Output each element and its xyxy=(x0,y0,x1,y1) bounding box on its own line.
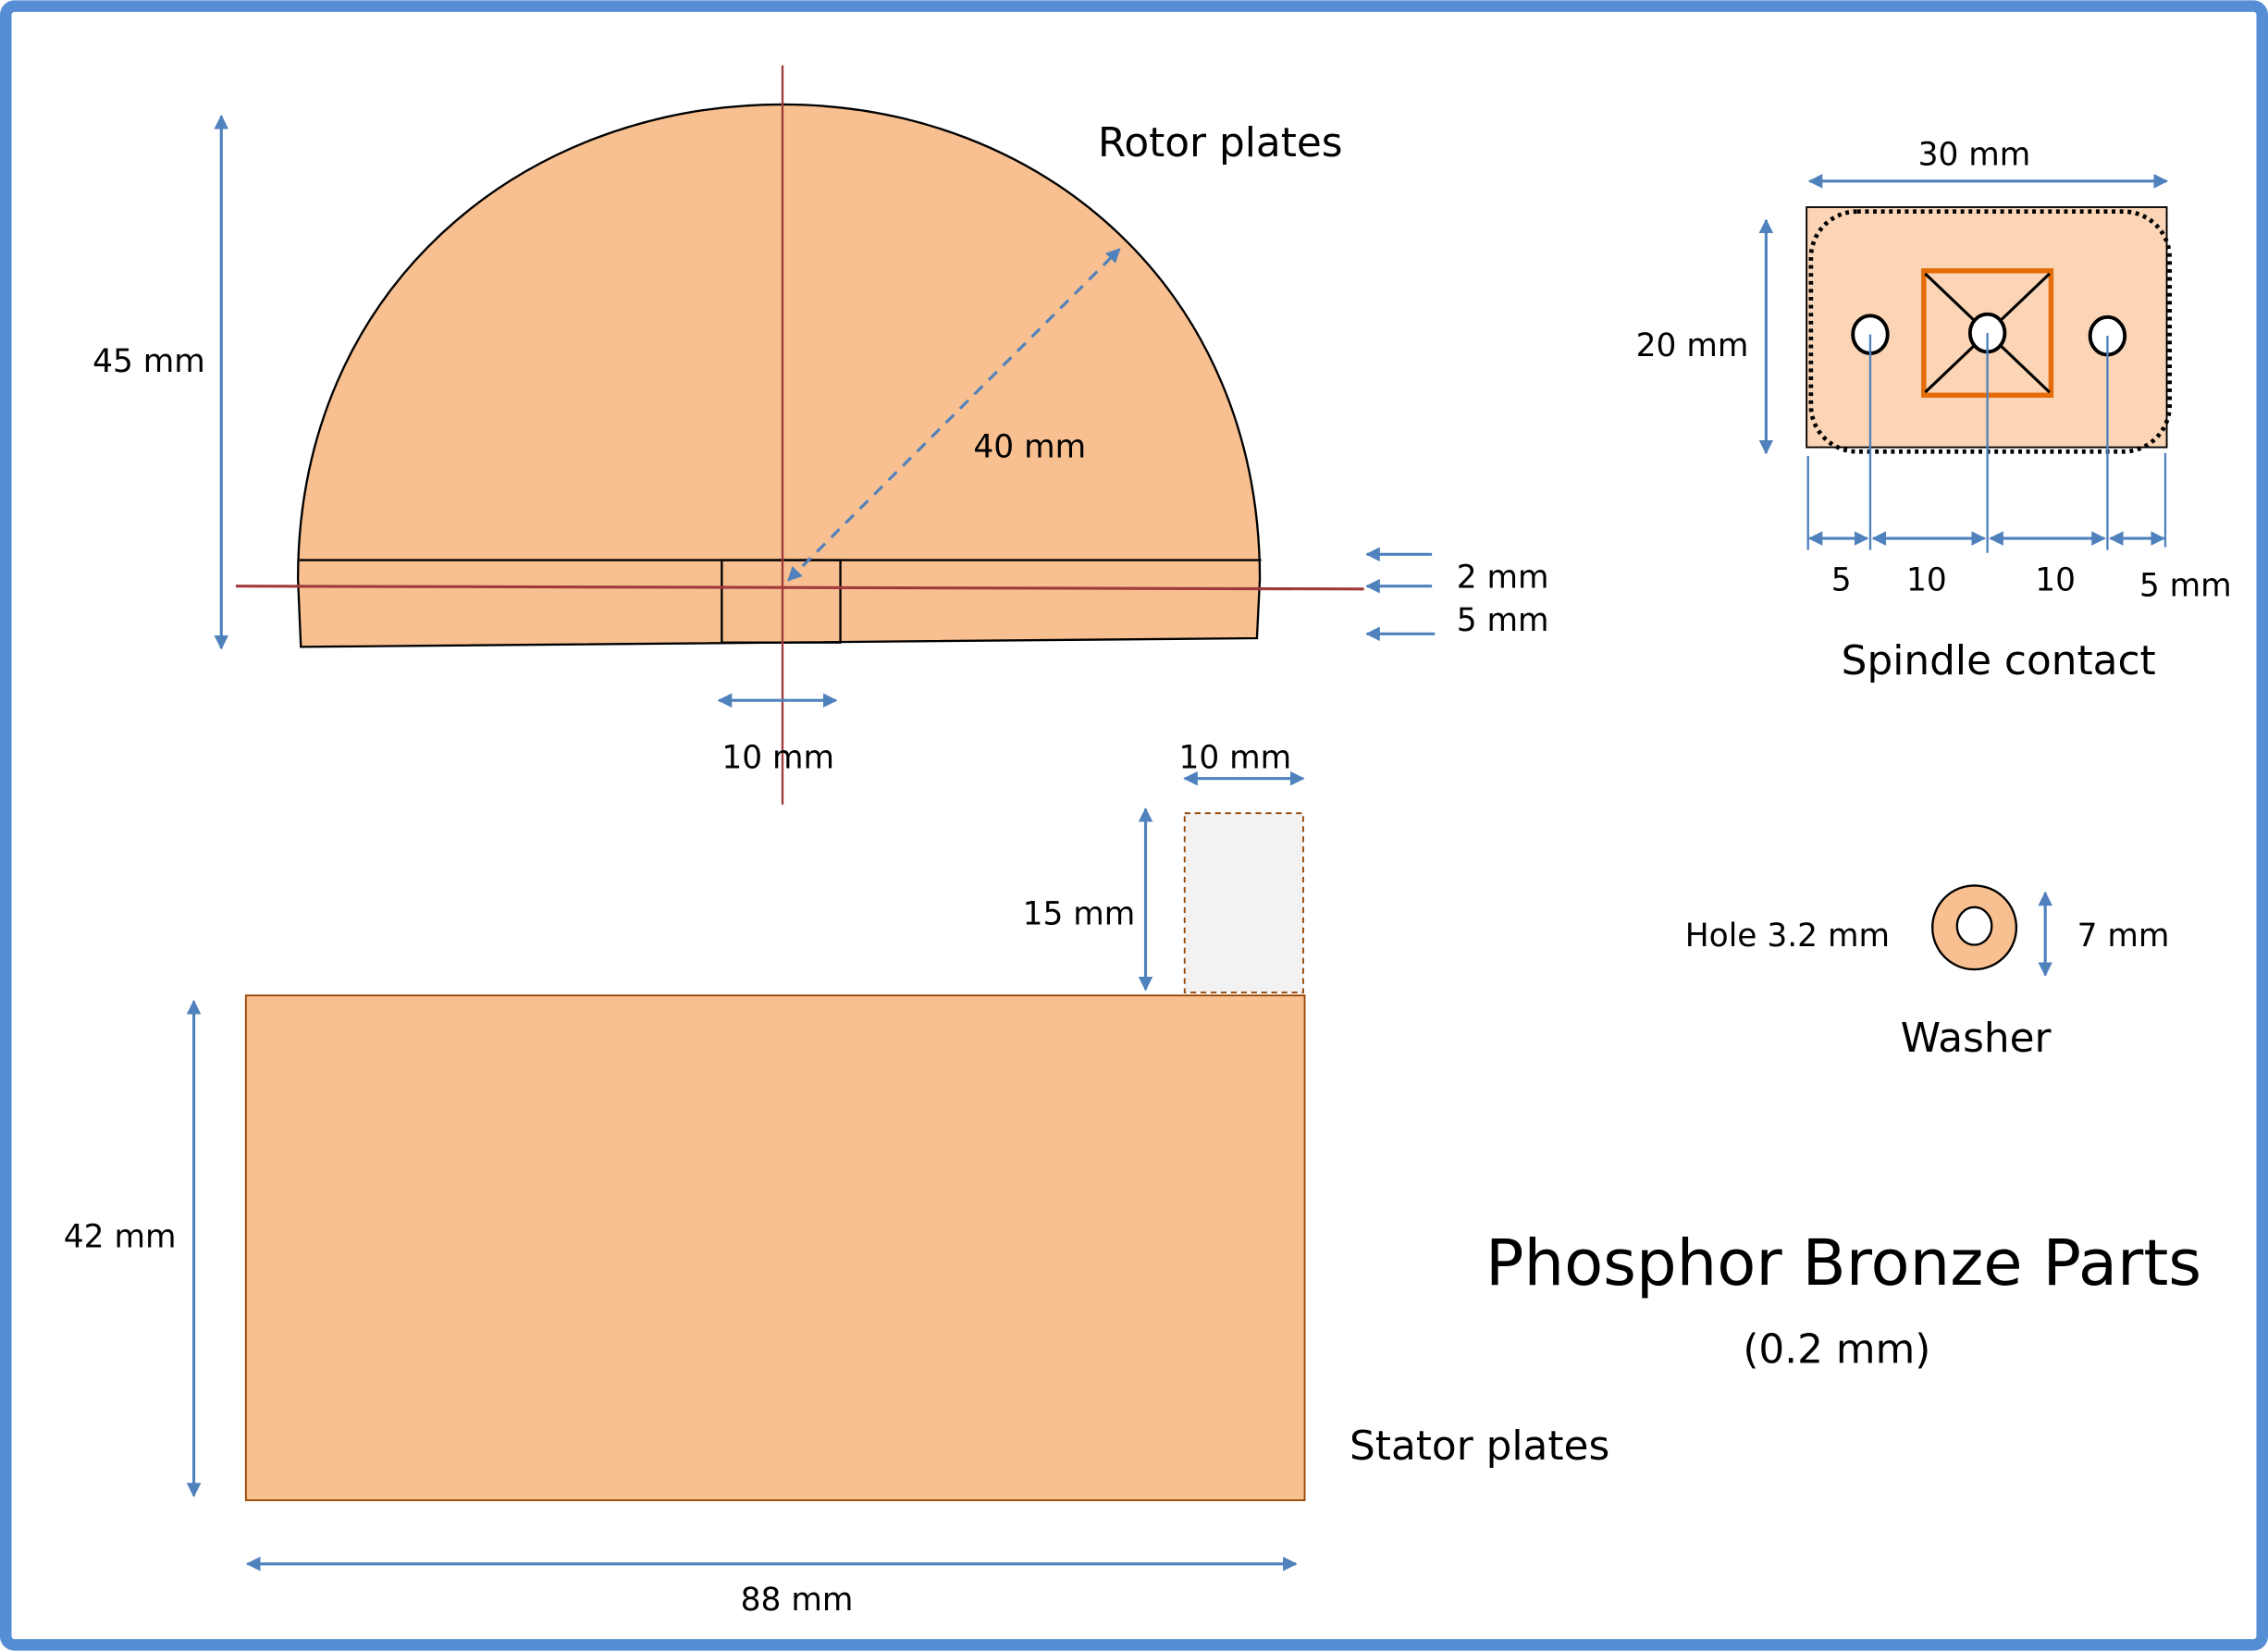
spindle-spacing-4: 5 mm xyxy=(2139,568,2232,605)
rotor-slot-label: 10 mm xyxy=(721,740,834,777)
stator-label: Stator plates xyxy=(1350,1423,1609,1470)
stator-width-label: 88 mm xyxy=(741,1582,854,1619)
rotor-label: Rotor plates xyxy=(1098,119,1343,166)
spindle-spacing-1: 5 xyxy=(1831,561,1852,598)
rotor-radius-label: 40 mm xyxy=(973,429,1086,466)
page-subtitle: (0.2 mm) xyxy=(1743,1325,1930,1373)
tab-height-label: 15 mm xyxy=(1023,896,1136,933)
tab-width-label: 10 mm xyxy=(1178,740,1291,777)
stator-plate xyxy=(244,994,1306,1501)
rotor-band-bottom-label: 5 mm xyxy=(1457,602,1549,639)
rotor-plate-drawing: Rotor plates 45 mm 40 mm 2 mm 5 mm 10 mm xyxy=(92,65,1549,805)
stator-plate-drawing: 10 mm 15 mm 42 mm 88 mm Stator plates xyxy=(64,740,1609,1619)
page-title: Phosphor Bronze Parts xyxy=(1485,1226,2201,1300)
rotor-height-label: 45 mm xyxy=(92,343,205,380)
spindle-spacing-3: 10 xyxy=(2035,561,2076,598)
spindle-fold-outline xyxy=(1808,209,2173,454)
spindle-contact-drawing: 30 mm 20 mm 5 10 10 5 mm Spindle contact xyxy=(1636,137,2232,684)
spindle-height-label: 20 mm xyxy=(1636,327,1749,364)
washer-outer-label: 7 mm xyxy=(2077,918,2170,955)
horizontal-centerline xyxy=(235,585,1364,591)
washer-drawing: Hole 3.2 mm 7 mm Washer xyxy=(1685,884,2170,1062)
washer-label: Washer xyxy=(1901,1015,2052,1062)
rotor-band-top-label: 2 mm xyxy=(1457,559,1549,596)
washer-hole-label: Hole 3.2 mm xyxy=(1685,918,1890,955)
spindle-label: Spindle contact xyxy=(1842,637,2156,684)
stator-tab-outline xyxy=(1183,812,1304,994)
washer-hole xyxy=(1955,906,1993,946)
radius-dimension-arrow xyxy=(787,248,1121,582)
rotor-hub-slot xyxy=(721,559,842,644)
stator-height-label: 42 mm xyxy=(64,1218,177,1255)
spindle-spacing-2: 10 xyxy=(1906,561,1947,598)
spindle-width-label: 30 mm xyxy=(1918,137,2031,174)
